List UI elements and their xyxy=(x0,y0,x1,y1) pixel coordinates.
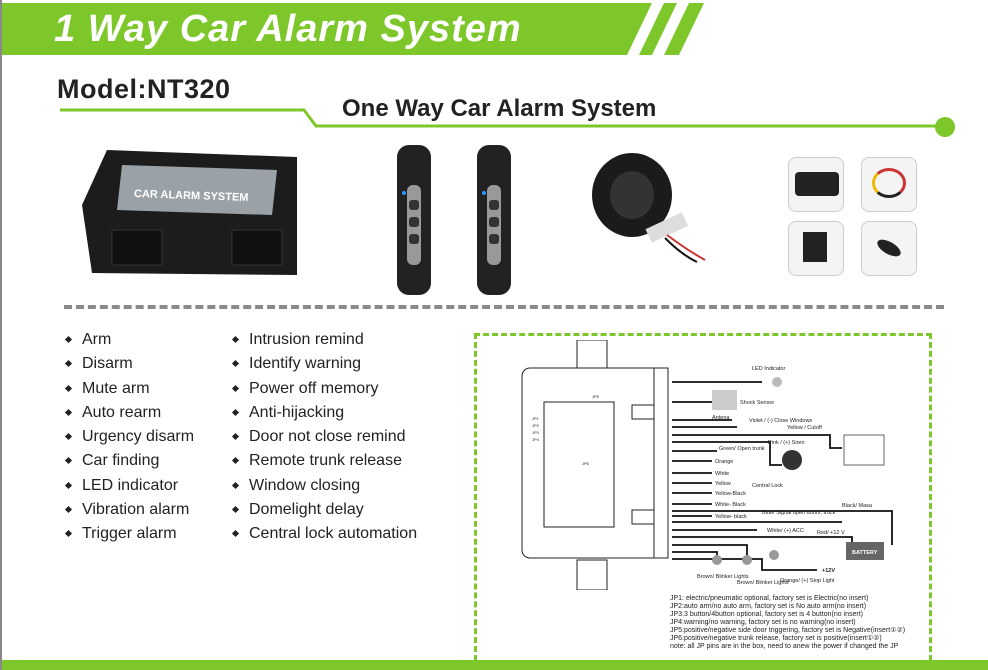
jp-label: JP3 xyxy=(532,430,540,435)
feature-item: Vibration alarm xyxy=(64,498,194,522)
feature-item: Mute arm xyxy=(64,377,194,401)
jumper-notes: JP1: electric/pneumatic optional, factor… xyxy=(670,595,905,651)
feature-item: Urgency disarm xyxy=(64,425,194,449)
jp-label: JP6 xyxy=(582,461,590,466)
feature-item: Disarm xyxy=(64,352,194,376)
diagram-label: Central Lock xyxy=(752,483,783,489)
shock-sensor-image xyxy=(788,157,844,212)
diagram-label: White- Black xyxy=(715,502,746,508)
feature-item: LED indicator xyxy=(64,474,194,498)
feature-item: Power off memory xyxy=(231,377,417,401)
diagram-label: Yellow-Black xyxy=(715,491,746,497)
diagram-label: Brown/ Blinker Lights xyxy=(737,580,789,586)
diagram-label: Antena xyxy=(712,415,730,421)
diagram-label: Yellow / Cutoff xyxy=(787,425,822,431)
diagram-label: LED Indicator xyxy=(752,366,785,372)
diagram-label: Pink / (+) Siren xyxy=(768,440,805,446)
feature-item: Car finding xyxy=(64,449,194,473)
jp-label: JP1 xyxy=(532,416,540,421)
diagram-label: White xyxy=(715,471,729,477)
diagram-label: Brown/ Blinker Lights xyxy=(697,574,749,580)
feature-list-right: Intrusion remind Identify warning Power … xyxy=(231,328,417,547)
wiring-diagram: BATTERY LED Indicator Shock Sensor Anten… xyxy=(521,340,893,590)
diagram-label: Red/ +12 V xyxy=(817,530,845,536)
feature-item: Identify warning xyxy=(231,352,417,376)
jp-note: JP6:positive/negative trunk release, fac… xyxy=(670,635,882,642)
diagram-label: Violet / (-) Close Windows xyxy=(749,418,812,424)
diagram-label: +12V xyxy=(822,568,835,574)
feature-item: Central lock automation xyxy=(231,522,417,546)
jp-note: JP5:positive/negative side door triggeri… xyxy=(670,627,906,634)
battery-label: BATTERY xyxy=(852,550,878,556)
feature-item: Intrusion remind xyxy=(231,328,417,352)
jp-note: note: all JP pins are in the box, need t… xyxy=(670,643,899,650)
model-label: Model:NT320 xyxy=(57,74,231,104)
jp-label: JP4 xyxy=(532,437,540,442)
diagram-label: Blue/ Signal open doors, truck xyxy=(762,510,836,516)
subtitle: One Way Car Alarm System xyxy=(342,95,657,122)
jp-label: JP2 xyxy=(532,423,540,428)
relay-image xyxy=(788,221,844,276)
jp-note: JP3:3 button/4button optional, factory s… xyxy=(670,611,864,618)
feature-item: Remote trunk release xyxy=(231,449,417,473)
diagram-label: Shock Sensor xyxy=(740,400,774,406)
feature-list-left: Arm Disarm Mute arm Auto rearm Urgency d… xyxy=(64,328,194,547)
jp-note: JP4:warning/no warning, factory set is n… xyxy=(670,619,856,626)
section-divider xyxy=(64,305,944,309)
page-title: 1 Way Car Alarm System xyxy=(54,8,522,50)
siren-image xyxy=(592,153,706,263)
diagram-label: Black/ Masa xyxy=(842,503,873,509)
feature-item: Auto rearm xyxy=(64,401,194,425)
led-indicator-image xyxy=(861,221,917,276)
remote-controls-image xyxy=(397,145,511,295)
jp-note: JP2:auto arm/no auto arm, factory set is… xyxy=(670,603,867,610)
diagram-label: White/ (+) ACC xyxy=(767,528,804,534)
diagram-label: Orange xyxy=(715,459,733,465)
jp-label: JP5 xyxy=(592,394,600,399)
header-banner xyxy=(2,3,704,55)
feature-item: Domelight delay xyxy=(231,498,417,522)
alarm-control-unit-image: CAR ALARM SYSTEM xyxy=(82,145,307,290)
feature-item: Trigger alarm xyxy=(64,522,194,546)
diagram-label: Green/ Open trunk xyxy=(719,446,765,452)
footer-bar xyxy=(2,660,988,670)
feature-item: Arm xyxy=(64,328,194,352)
feature-item: Anti-hijacking xyxy=(231,401,417,425)
feature-item: Door not close remind xyxy=(231,425,417,449)
wiring-diagram-frame xyxy=(474,333,932,661)
feature-item: Window closing xyxy=(231,474,417,498)
diagram-label: Orange/ (+) Stop Light xyxy=(780,578,835,584)
wiring-harness-image xyxy=(861,157,917,212)
jp-note: JP1: electric/pneumatic optional, factor… xyxy=(670,595,869,602)
diagram-label: Yellow- black xyxy=(715,514,747,520)
subtitle-underline xyxy=(60,108,955,137)
diagram-label: Yellow xyxy=(715,481,731,487)
